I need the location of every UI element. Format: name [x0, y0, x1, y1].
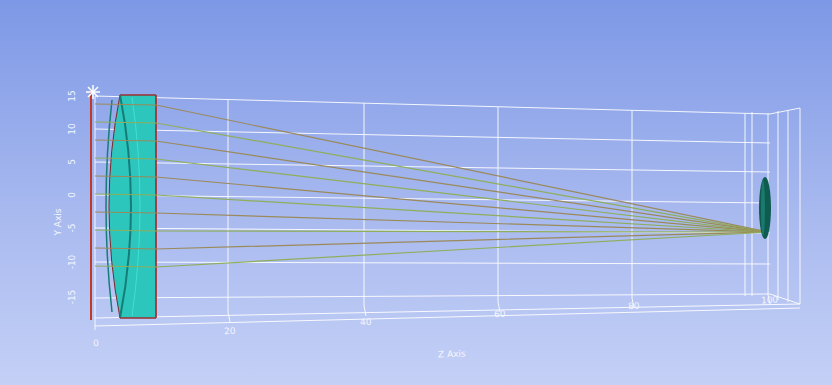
- ray: [95, 122, 768, 232]
- tick-label: 100: [761, 295, 779, 306]
- tick-label: -15: [67, 290, 77, 305]
- ray: [95, 140, 768, 232]
- tick-label: 60: [494, 309, 506, 320]
- ray: [95, 104, 768, 232]
- tick-label: 0: [93, 338, 99, 348]
- tick-label: -10: [67, 255, 77, 270]
- tick-label: 15: [67, 90, 77, 101]
- ray: [95, 176, 768, 232]
- axis-title: Z Axis: [438, 349, 466, 360]
- tick-label: 40: [360, 317, 372, 328]
- tick-label: 5: [67, 159, 77, 165]
- ray: [95, 232, 768, 249]
- tick-label: 10: [67, 123, 77, 134]
- rays: [95, 104, 768, 267]
- axis-title: Y Axis: [53, 208, 63, 235]
- origin-marker: [86, 85, 100, 99]
- lens: [106, 95, 156, 318]
- grid: [95, 96, 800, 330]
- ray: [95, 230, 768, 232]
- ray: [95, 212, 768, 232]
- detector-face: [761, 180, 765, 236]
- tick-label: 20: [224, 326, 236, 337]
- tick-label: 80: [628, 301, 640, 312]
- ray: [95, 158, 768, 232]
- ray: [95, 194, 768, 232]
- tick-label: -5: [67, 224, 77, 233]
- ray: [95, 232, 768, 267]
- tick-label: 0: [67, 192, 77, 198]
- detector: [759, 177, 771, 239]
- object-plane: [90, 92, 92, 320]
